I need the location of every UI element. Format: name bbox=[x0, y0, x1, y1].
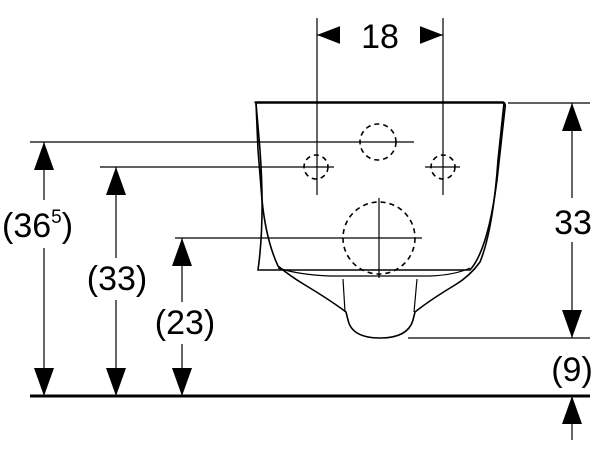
height-low-dimension: (23) bbox=[146, 238, 224, 396]
floor-gap-dimension: (9) bbox=[551, 351, 593, 440]
toilet-bowl-outline bbox=[254, 101, 507, 339]
upper-center-hole bbox=[342, 123, 414, 161]
bowl-height-dimension: 33 bbox=[546, 103, 600, 338]
drain-outlet-hole bbox=[336, 198, 422, 278]
left-bolt-hole bbox=[300, 154, 334, 180]
top-spacing-dimension: 18 bbox=[316, 15, 444, 195]
height-top-suffix: ) bbox=[62, 207, 73, 245]
height-top-dimension: (365) bbox=[0, 142, 92, 396]
height-mid-dimension: (33) bbox=[78, 167, 156, 396]
floor-gap-label: (9) bbox=[551, 351, 593, 389]
bowl-height-label: 33 bbox=[554, 204, 592, 242]
arrow-left bbox=[317, 25, 343, 45]
extension-lines bbox=[30, 102, 590, 339]
top-spacing-label: 18 bbox=[361, 18, 399, 56]
height-top-prefix: (36 bbox=[2, 207, 51, 245]
arrow-right bbox=[417, 25, 443, 45]
svg-text:(365): (365) bbox=[2, 207, 73, 245]
right-bolt-hole bbox=[425, 154, 460, 180]
height-mid-label: (33) bbox=[87, 260, 147, 298]
height-low-label: (23) bbox=[155, 304, 215, 342]
height-top-superscript: 5 bbox=[51, 207, 62, 228]
